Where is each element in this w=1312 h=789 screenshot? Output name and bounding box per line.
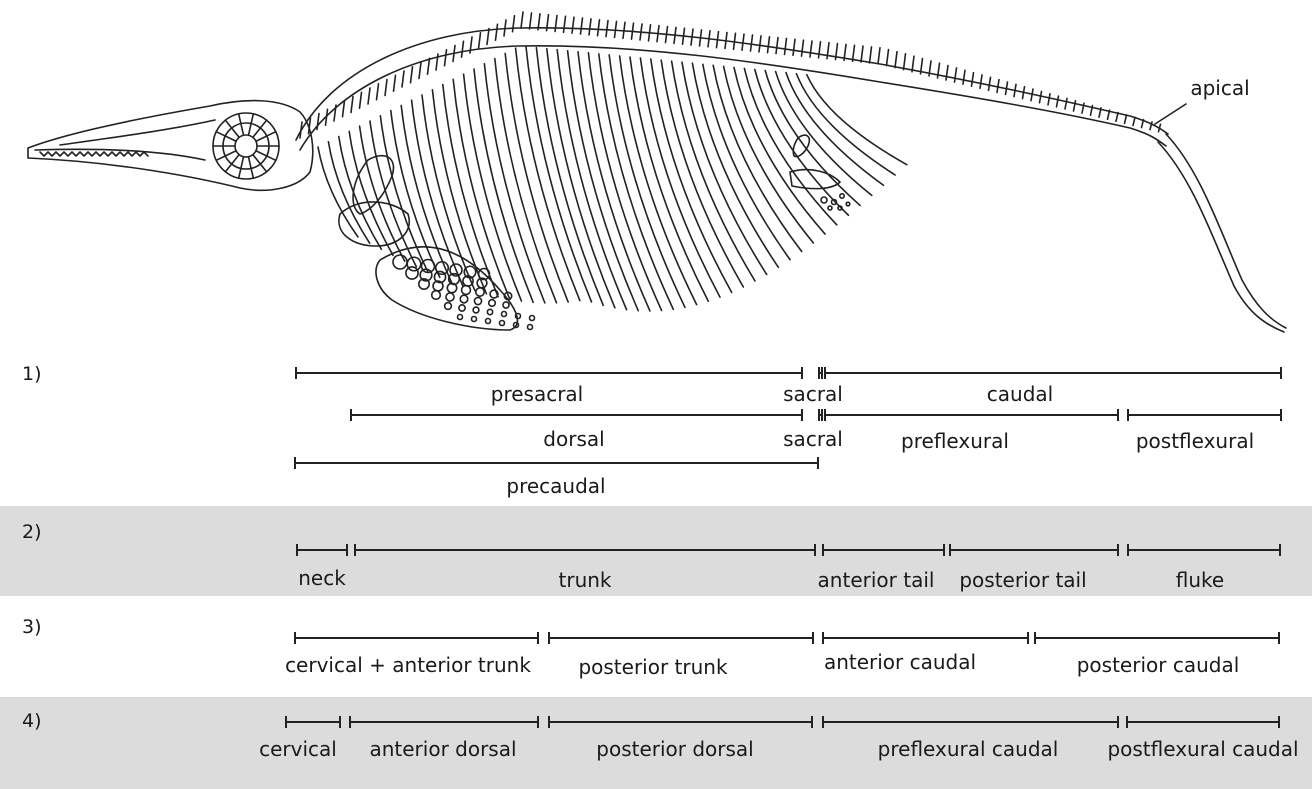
apical-label: apical [1190,76,1249,100]
label-sacral-dorsal-row: sacral [783,427,843,451]
label-posterior-tail: posterior tail [959,568,1086,592]
segment-bar [819,367,822,379]
segment-bar [355,544,815,556]
segment-bar [295,632,538,644]
teeth [40,152,148,156]
segment-bar [549,632,813,644]
label-cervical: cervical [259,737,337,761]
segment-bar [823,632,1028,644]
segment-bar [295,457,818,469]
segment-bar [549,716,812,728]
segment-bar [823,716,1118,728]
label-anterior-caudal: anterior caudal [824,650,976,674]
segment-bar [1035,632,1279,644]
label-posterior-dorsal: posterior dorsal [596,737,753,761]
vertebral-column [296,28,1168,140]
label-sacral: sacral [783,382,843,406]
segment-bar [286,716,340,728]
label-cervical-anterior-trunk: cervical + anterior trunk [285,653,531,677]
label-postflexural-caudal: postflexural caudal [1107,737,1298,761]
label-postflexural: postflexural [1136,429,1254,453]
segment-bar [351,409,802,421]
row-number-1: 1) [22,363,42,385]
segment-bar [823,544,944,556]
segment-bar [819,409,822,421]
label-posterior-caudal: posterior caudal [1077,653,1240,677]
label-preflexural-caudal: preflexural caudal [878,737,1059,761]
label-precaudal: precaudal [506,474,605,498]
label-anterior-dorsal: anterior dorsal [369,737,516,761]
label-fluke: fluke [1176,568,1224,592]
segment-bar [297,544,347,556]
label-trunk: trunk [559,568,612,592]
label-preflexural: preflexural [901,429,1009,453]
label-anterior-tail: anterior tail [818,568,935,592]
label-presacral: presacral [491,382,584,406]
label-dorsal: dorsal [543,427,604,451]
row-number-2: 2) [22,521,42,543]
row-number-4: 4) [22,710,42,732]
label-posterior-trunk: posterior trunk [578,655,727,679]
skeleton-illustration [28,12,1286,332]
segment-bar [350,716,538,728]
apical-leader-line [1155,104,1186,124]
segment-bar [950,544,1118,556]
tail-fluke-vertebrae [1166,134,1286,328]
label-caudal: caudal [987,382,1053,406]
segment-bar [825,409,1118,421]
segment-bar [825,367,1281,379]
segment-bar [1128,409,1281,421]
segment-bar [296,367,802,379]
row-number-3: 3) [22,616,42,638]
segment-bar [1128,544,1280,556]
label-neck: neck [298,566,346,590]
segment-bar [1127,716,1279,728]
